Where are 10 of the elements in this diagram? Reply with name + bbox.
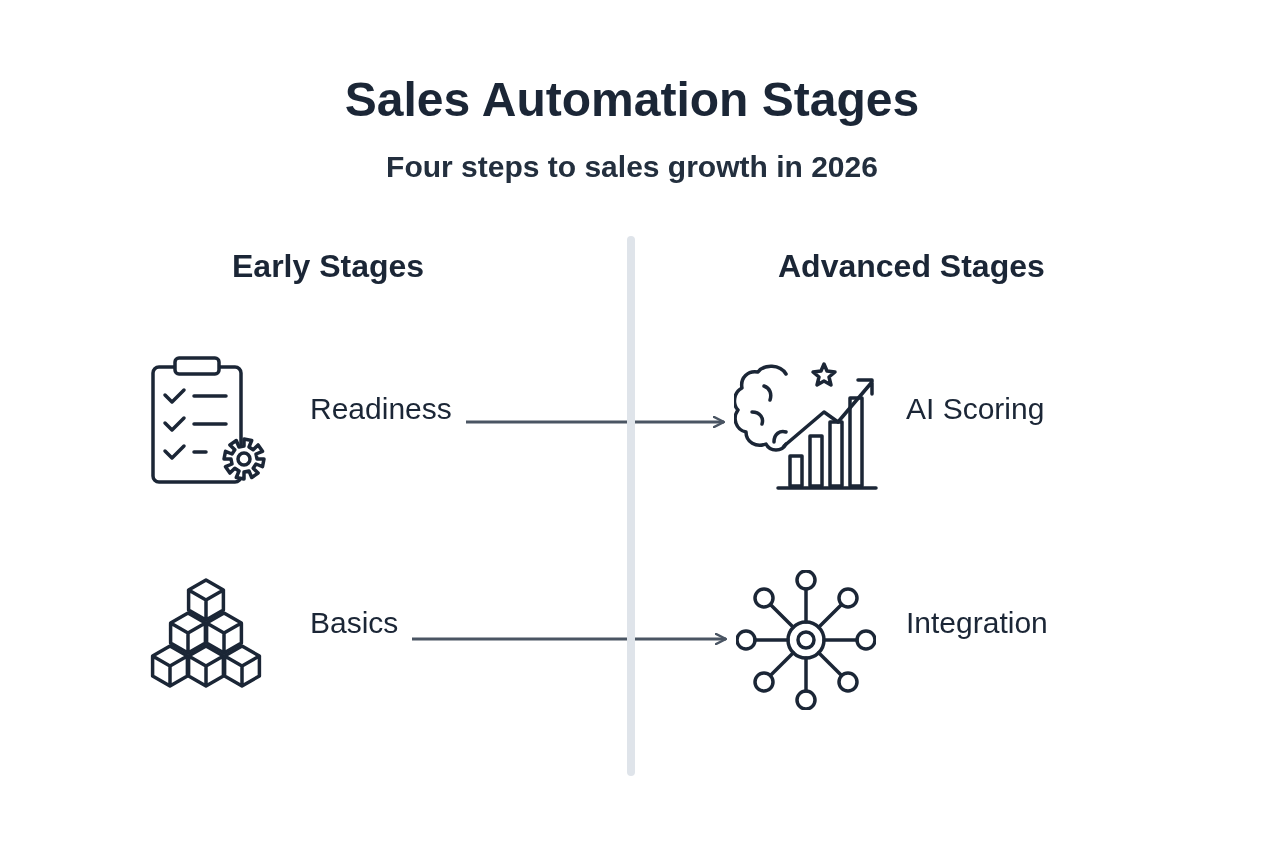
stage-label: Readiness [310, 392, 452, 426]
stage-label: Basics [310, 606, 399, 640]
subtitle: Four steps to sales growth in 2026 [385, 150, 879, 184]
column-heading: Advanced Stages [778, 248, 1045, 285]
arrow [466, 415, 726, 429]
column-heading: Early Stages [232, 248, 425, 285]
arrow [412, 632, 728, 646]
stage-label: AI Scoring [906, 392, 1045, 426]
title: Sales Automation Stages [343, 72, 921, 127]
stage-label: Integration [906, 606, 1048, 640]
